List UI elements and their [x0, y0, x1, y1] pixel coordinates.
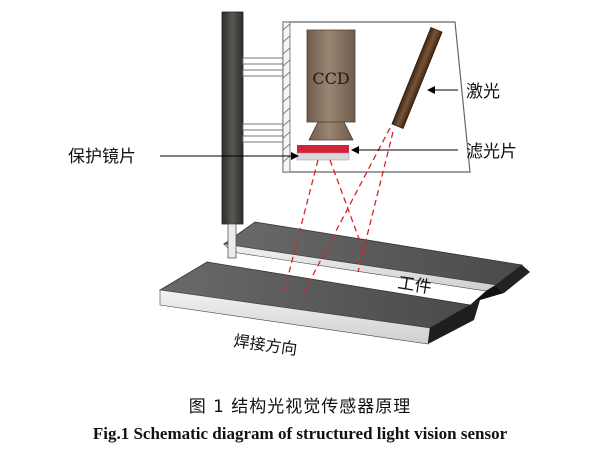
weld-groove — [470, 285, 504, 305]
figure-caption-chinese: 图 1 结构光视觉传感器原理 — [188, 397, 412, 417]
figure-caption-english: Fig.1 Schematic diagram of structured li… — [92, 424, 508, 443]
protective-lens-label: 保护镜片 — [68, 147, 136, 167]
workpiece — [158, 221, 530, 345]
ccd-camera-body — [306, 29, 356, 123]
ccd-lens — [308, 121, 354, 141]
filter-glass — [296, 152, 350, 161]
filter-label: 滤光片 — [466, 142, 517, 162]
workpiece-back-plate-side — [496, 265, 530, 293]
leader-lines — [160, 86, 458, 160]
reflected-beam-right — [329, 159, 366, 256]
laser-beam-left — [302, 127, 391, 295]
laser-emitter — [391, 27, 443, 129]
laser-label: 激光 — [466, 82, 500, 102]
mounting-brackets — [242, 57, 284, 143]
workpiece-front-plate-side — [428, 300, 480, 344]
filter-red — [297, 145, 349, 153]
reflected-beam-left — [282, 159, 319, 297]
ccd-label: CCD — [312, 69, 349, 88]
welding-direction-label: 焊接方向 — [232, 331, 298, 359]
mounting-column — [221, 11, 244, 225]
housing-wall-hatch — [282, 21, 291, 173]
protective-lens-nozzle — [227, 223, 237, 259]
laser-beam-right — [357, 131, 394, 273]
laser-beams — [282, 127, 394, 297]
